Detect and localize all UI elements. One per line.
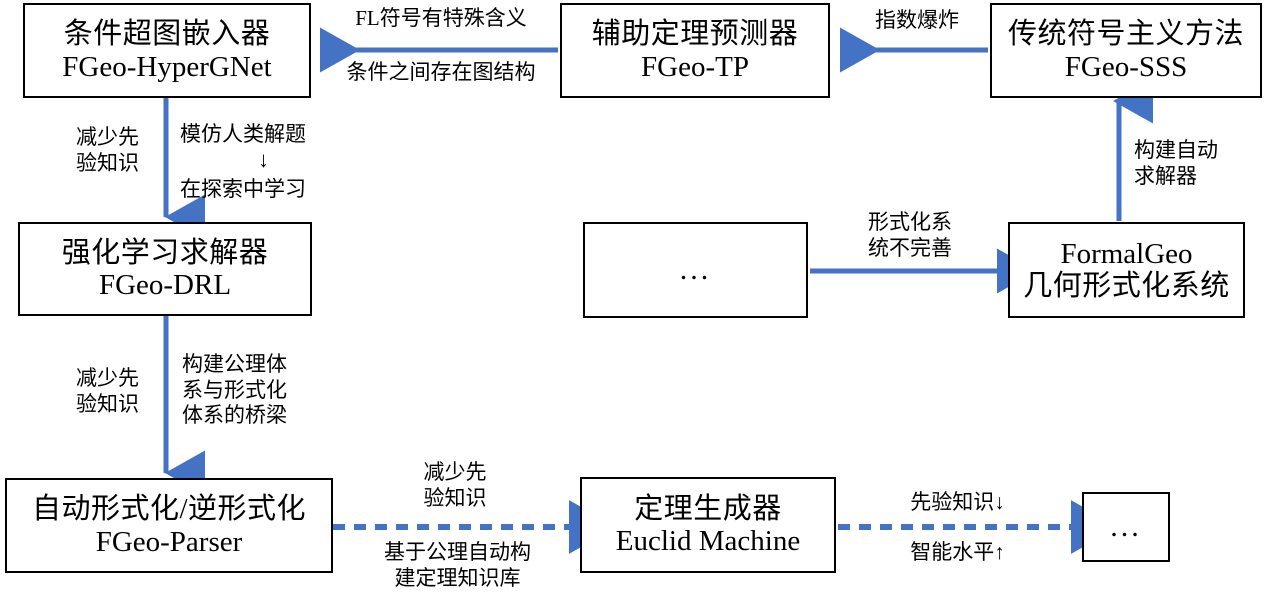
down-arrow-icon-learning: ↓: [258, 147, 269, 172]
node-ellipsis-end[interactable]: ...: [1082, 492, 1170, 562]
node-parser-cn-label: 自动形式化/逆形式化: [31, 493, 307, 526]
edge-label-tp-to-hypergnet-above: FL符号有特殊含义: [355, 6, 527, 30]
edge-label-sss-to-tp: 指数爆炸: [875, 8, 959, 32]
edge-label-hypergnet-to-drl-left: 减少先 验知识: [76, 125, 139, 175]
node-tp-cn-label: 辅助定理预测器: [591, 18, 799, 51]
node-fgeo-tp[interactable]: 辅助定理预测器 FGeo-TP: [560, 3, 830, 98]
edge-label-parser-to-euclid-below: 基于公理自动构 建定理知识库: [384, 540, 531, 590]
node-euclid-machine[interactable]: 定理生成器 Euclid Machine: [580, 477, 836, 573]
node-sss-cn-label: 传统符号主义方法: [1007, 18, 1244, 51]
edge-label-formalgeo-to-sss: 构建自动 求解器: [1134, 138, 1218, 188]
node-parser-en-label: FGeo-Parser: [95, 525, 243, 558]
node-euclid-cn-label: 定理生成器: [634, 492, 782, 525]
node-ellipsis-middle[interactable]: ...: [583, 222, 808, 318]
edge-label-drl-to-parser-right: 构建公理体 系与形式化 体系的桥梁: [182, 352, 287, 428]
node-fgeo-parser[interactable]: 自动形式化/逆形式化 FGeo-Parser: [5, 478, 333, 573]
edge-label-hypergnet-to-drl-bottom: 在探索中学习: [180, 177, 306, 201]
node-fgeo-sss[interactable]: 传统符号主义方法 FGeo-SSS: [990, 3, 1262, 98]
edge-label-euclid-to-end-above: 先验知识↓: [910, 490, 1005, 514]
node-sss-en-label: FGeo-SSS: [1064, 50, 1188, 83]
node-drl-cn-label: 强化学习求解器: [61, 236, 269, 269]
node-ellipsis-end-dots: ...: [1110, 510, 1142, 543]
node-formalgeo[interactable]: FormalGeo 几何形式化系统: [1008, 222, 1245, 318]
node-fgeo-hypergnet[interactable]: 条件超图嵌入器 FGeo-HyperGNet: [23, 3, 311, 98]
node-fgeo-drl[interactable]: 强化学习求解器 FGeo-DRL: [18, 222, 312, 316]
node-formalgeo-en-label: FormalGeo: [1060, 237, 1193, 270]
edge-label-ellipsis-to-formalgeo: 形式化系 统不完善: [868, 210, 952, 260]
edge-label-euclid-to-end-below: 智能水平↑: [910, 540, 1005, 564]
edge-label-hypergnet-to-drl-top: 模仿人类解题: [180, 122, 306, 146]
edge-label-tp-to-hypergnet-below: 条件之间存在图结构: [346, 60, 536, 84]
edge-label-parser-to-euclid-above: 减少先 验知识: [423, 460, 487, 510]
node-formalgeo-cn-label: 几何形式化系统: [1023, 270, 1230, 302]
edge-label-drl-to-parser-left: 减少先 验知识: [76, 366, 139, 416]
node-hypergnet-en-label: FGeo-HyperGNet: [62, 50, 272, 83]
node-hypergnet-cn-label: 条件超图嵌入器: [63, 18, 271, 51]
node-tp-en-label: FGeo-TP: [641, 50, 749, 83]
node-euclid-en-label: Euclid Machine: [615, 525, 801, 557]
node-ellipsis-middle-dots: ...: [679, 253, 712, 286]
node-drl-en-label: FGeo-DRL: [98, 269, 232, 301]
